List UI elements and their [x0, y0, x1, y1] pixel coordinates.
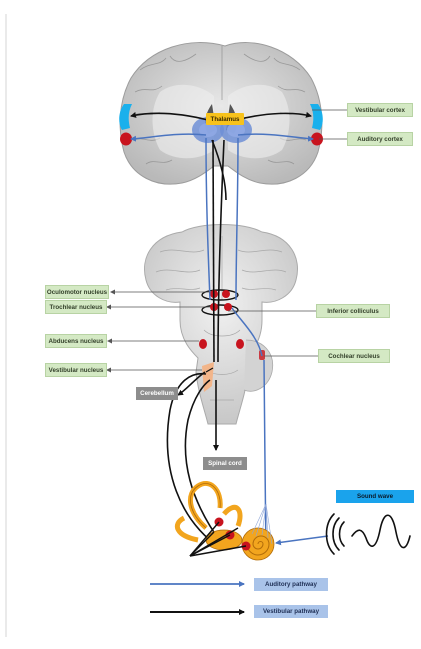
sound-wave-icon [327, 514, 411, 554]
spinal-cord-label: Spinal cord [203, 457, 247, 470]
legend-vestibular-pathway: Vestibular pathway [254, 605, 328, 618]
inferior-colliculus-dot [224, 303, 232, 311]
abducens-nucleus-label: Abducens nucleus [45, 334, 107, 348]
sound-wave-label: Sound wave [336, 490, 414, 503]
abducens-nucleus-right [236, 339, 244, 349]
abducens-nucleus-left [199, 339, 207, 349]
cochlear-nucleus-label: Cochlear nucleus [318, 349, 390, 363]
cerebellum-label: Cerebellum [136, 387, 178, 400]
oculomotor-nucleus-label: Oculomotor nucleus [45, 285, 109, 299]
thalamus-label: Thalamus [206, 113, 244, 125]
trochlear-nucleus-label: Trochlear nucleus [45, 300, 107, 314]
auditory-cortex-label: Auditory cortex [347, 132, 413, 146]
oculomotor-nucleus-right [222, 290, 230, 298]
legend-auditory-pathway: Auditory pathway [254, 578, 328, 591]
inner-ear [177, 483, 328, 560]
vestibular-cortex-label: Vestibular cortex [347, 103, 413, 117]
vestibular-nucleus-label: Vestibular nucleus [45, 363, 107, 377]
inferior-colliculus-label: Inferior colliculus [316, 304, 390, 318]
auditory-cortex-left [120, 133, 132, 146]
